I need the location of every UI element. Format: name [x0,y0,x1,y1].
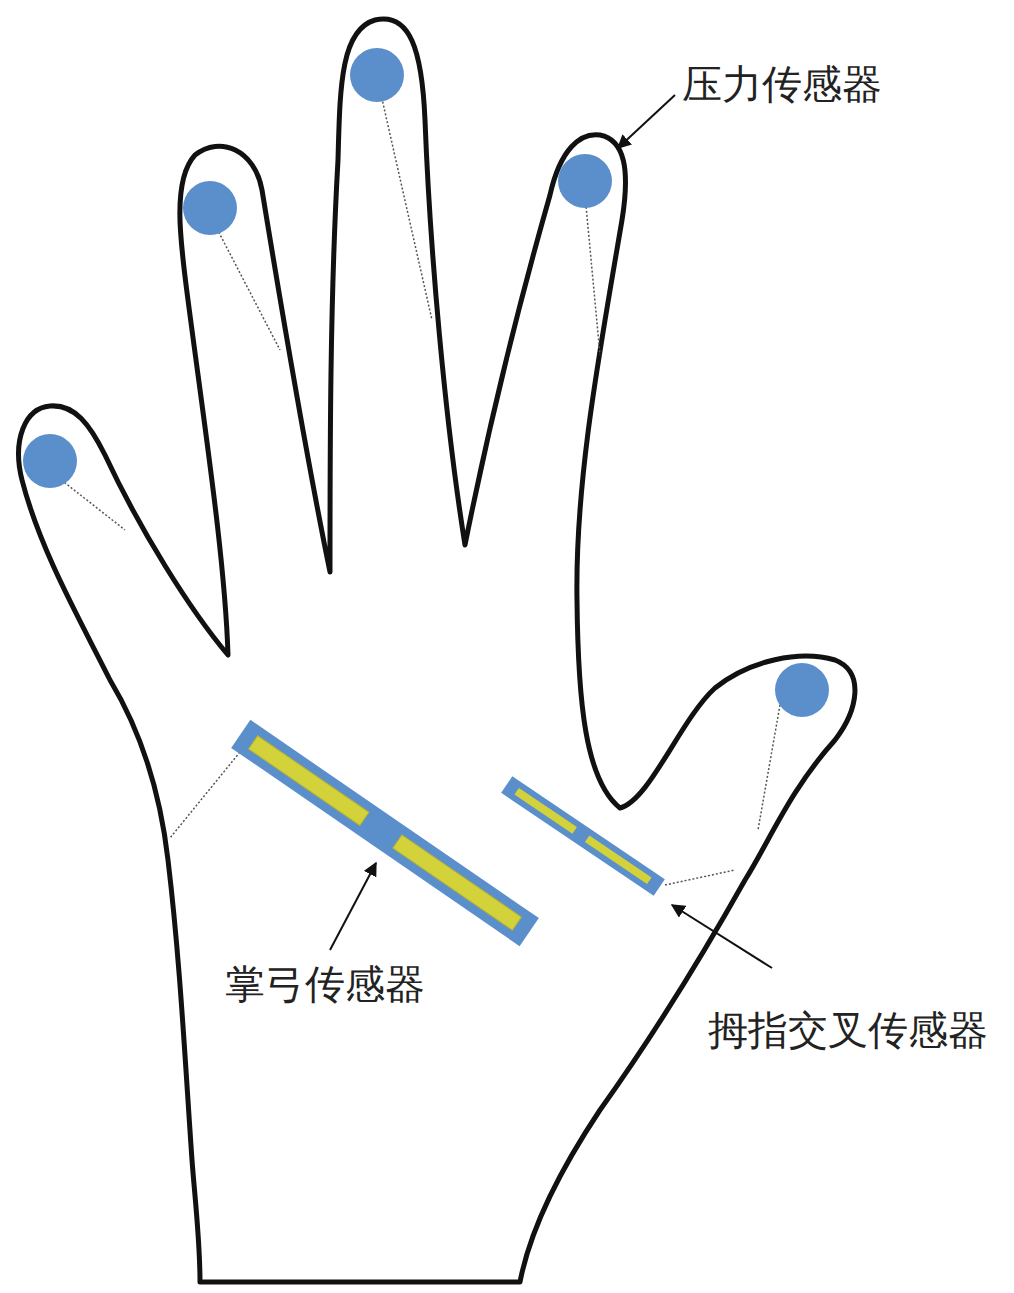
callout-arrow [330,95,772,968]
hand-outline [19,19,855,1282]
sensor-wire [55,90,780,885]
sensor-label: 压力传感器 [682,62,882,106]
palm-arch-sensor [231,720,539,946]
thumb-cross-sensor [501,776,665,895]
sensor-label: 掌弓传感器 [225,962,425,1006]
sensor-label: 拇指交叉传感器 [708,1008,988,1052]
pressure-sensor [23,48,829,717]
